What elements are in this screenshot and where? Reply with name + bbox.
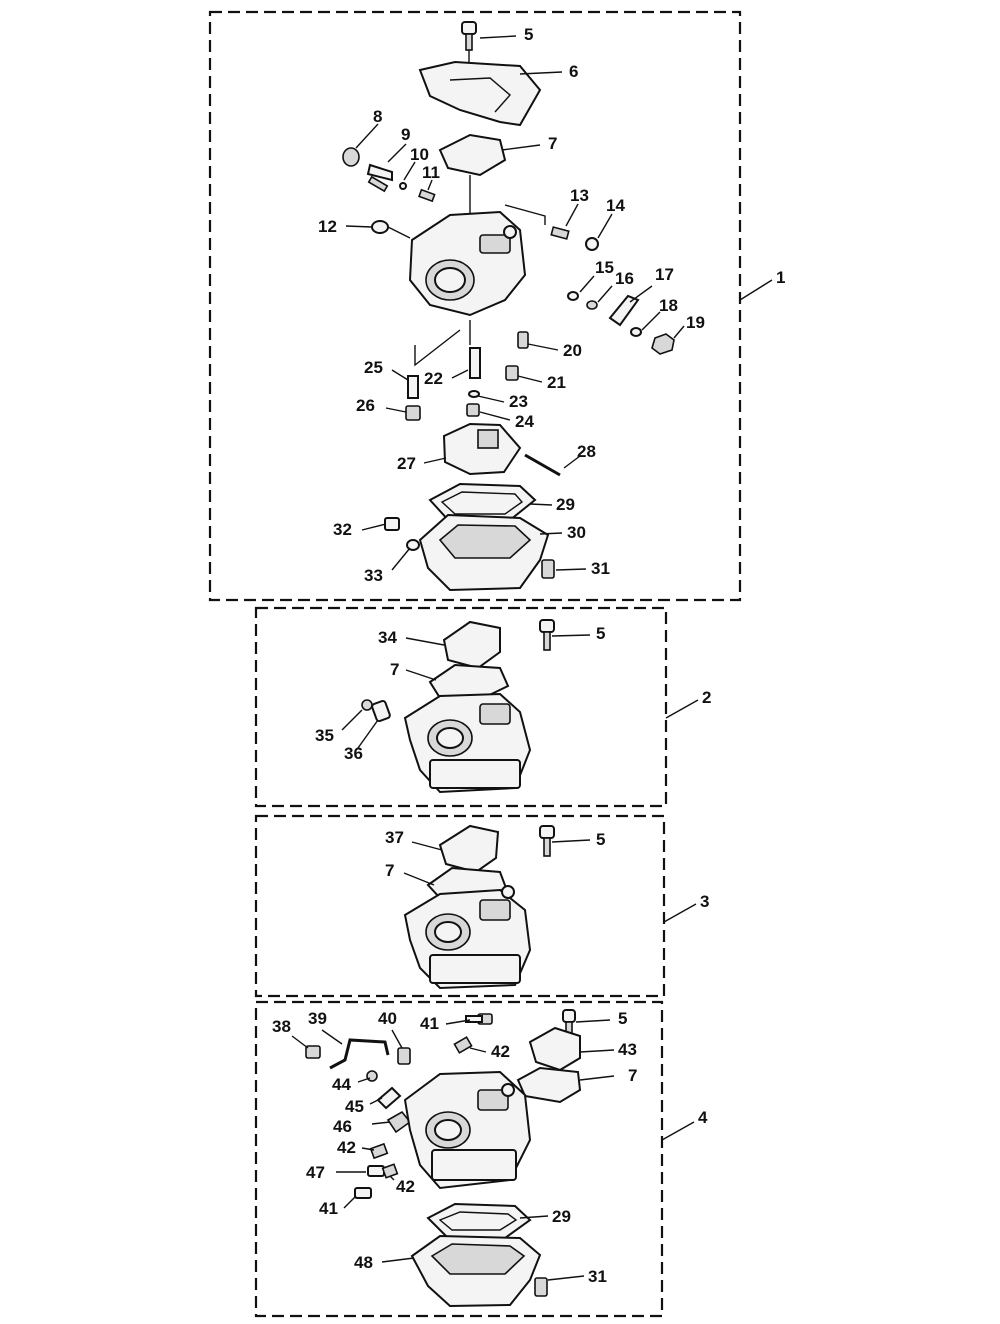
- callout-14: 14: [606, 196, 625, 215]
- callout-13: 13: [570, 186, 589, 205]
- callout-39: 39: [308, 1009, 327, 1028]
- callout-18: 18: [659, 296, 678, 315]
- callout-12: 12: [318, 217, 337, 236]
- callout-42: 42: [491, 1042, 510, 1061]
- callout-7: 7: [548, 134, 558, 153]
- callout-40: 40: [378, 1009, 397, 1028]
- group-3-frame: [254, 814, 666, 998]
- callout-20: 20: [563, 341, 582, 360]
- callout-7: 7: [390, 660, 400, 679]
- callout-7: 7: [385, 861, 395, 880]
- group-3-parts: [403, 824, 555, 990]
- group-4-parts: [305, 1009, 582, 1308]
- callout-5: 5: [596, 624, 606, 643]
- callout-9: 9: [401, 125, 411, 144]
- callout-10: 10: [410, 145, 429, 164]
- group-label-3: 3: [700, 892, 710, 911]
- group-label-4: 4: [698, 1108, 708, 1127]
- callout-28: 28: [577, 442, 596, 461]
- callout-24: 24: [515, 412, 534, 431]
- callout-31: 31: [591, 559, 610, 578]
- callout-26: 26: [356, 396, 375, 415]
- callout-5: 5: [618, 1009, 628, 1028]
- callout-41: 41: [319, 1199, 338, 1218]
- callout-47: 47: [306, 1163, 325, 1182]
- callout-17: 17: [655, 265, 674, 284]
- callout-29: 29: [556, 495, 575, 514]
- callout-42: 42: [337, 1138, 356, 1157]
- group-2-parts: [361, 619, 555, 794]
- callout-43: 43: [618, 1040, 637, 1059]
- callout-30: 30: [567, 523, 586, 542]
- callout-48: 48: [354, 1253, 373, 1272]
- group-label-1: 1: [776, 268, 786, 287]
- callout-45: 45: [345, 1097, 364, 1116]
- callout-6: 6: [569, 62, 579, 81]
- callout-33: 33: [364, 566, 383, 585]
- callout-42: 42: [396, 1177, 415, 1196]
- callout-5: 5: [596, 830, 606, 849]
- callout-23: 23: [509, 392, 528, 411]
- callout-11: 11: [422, 163, 440, 182]
- callout-8: 8: [373, 107, 383, 126]
- group-4-frame: [254, 1000, 664, 1318]
- callout-25: 25: [364, 358, 383, 377]
- leader-lines: [291, 35, 685, 1281]
- callout-35: 35: [315, 726, 334, 745]
- callout-44: 44: [332, 1075, 351, 1094]
- callout-34: 34: [378, 628, 397, 647]
- group-label-2: 2: [702, 688, 712, 707]
- callout-21: 21: [547, 373, 566, 392]
- callout-31: 31: [588, 1267, 607, 1286]
- callout-7: 7: [628, 1066, 638, 1085]
- callout-37: 37: [385, 828, 404, 847]
- callout-38: 38: [272, 1017, 291, 1036]
- callout-46: 46: [333, 1117, 352, 1136]
- callout-19: 19: [686, 313, 705, 332]
- callout-41: 41: [420, 1014, 439, 1033]
- callout-15: 15: [595, 258, 614, 277]
- callout-32: 32: [333, 520, 352, 539]
- callout-27: 27: [397, 454, 416, 473]
- callout-5: 5: [524, 25, 534, 44]
- group-2-frame: [254, 606, 668, 808]
- callout-16: 16: [615, 269, 634, 288]
- callout-29: 29: [552, 1207, 571, 1226]
- callout-22: 22: [424, 369, 443, 388]
- callout-36: 36: [344, 744, 363, 763]
- group-1-parts: [342, 21, 675, 592]
